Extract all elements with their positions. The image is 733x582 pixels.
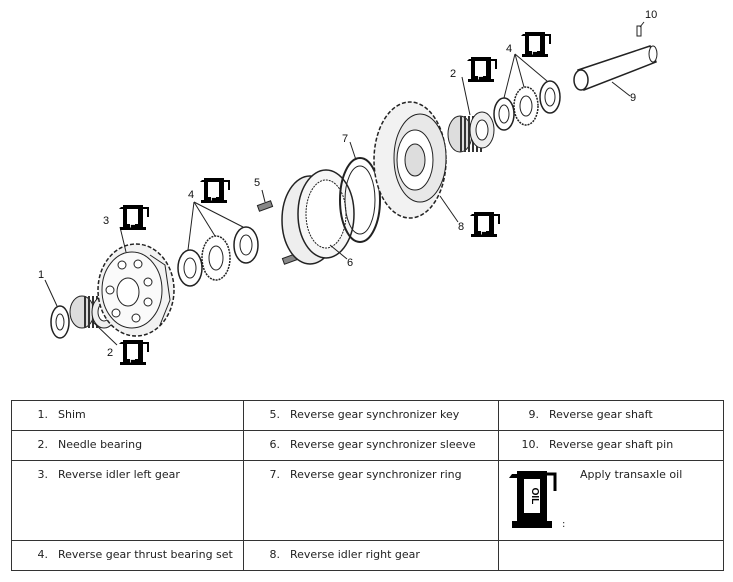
thrust-bearing-set-right: [493, 80, 561, 131]
callout-4-left: 4: [188, 189, 194, 201]
callout-4-right: 4: [506, 43, 512, 55]
svg-text:OIL: OIL: [479, 223, 486, 235]
callout-1: 1: [38, 269, 44, 281]
callout-9: 9: [630, 92, 636, 104]
callout-2-right: 2: [450, 68, 456, 80]
callout-6: 6: [347, 257, 353, 269]
legend-cell: [498, 540, 724, 571]
callout-7: 7: [342, 133, 348, 145]
legend-row: 2.Needle bearing 6.Reverse gear synchron…: [11, 430, 724, 461]
callout-5: 5: [254, 177, 260, 189]
reverse-idler-right-gear: [373, 101, 447, 219]
legend-row: 3.Reverse idler left gear 7.Reverse gear…: [11, 460, 724, 541]
legend-cell: OIL Apply transaxle oil :: [498, 460, 724, 541]
callout-10: 10: [645, 9, 657, 21]
svg-text:OIL: OIL: [530, 43, 537, 55]
synchronizer-ring: [339, 157, 381, 243]
shaft-pin: [636, 25, 642, 37]
leader-lines: [44, 21, 645, 346]
shim-part: [50, 305, 70, 339]
reverse-gear-shaft: [573, 45, 658, 91]
legend-row: 1.Shim 5.Reverse gear synchronizer key 9…: [11, 400, 724, 431]
thrust-bearing-set-left: [177, 226, 259, 287]
legend-cell: 6.Reverse gear synchronizer sleeve: [243, 430, 499, 461]
legend-cell: 7.Reverse gear synchronizer ring: [243, 460, 499, 541]
exploded-view-diagram: 1 2 3 4 5 6 7 8 2 4 9 10 OIL OIL OIL OIL…: [38, 9, 658, 366]
svg-text:OIL: OIL: [529, 488, 540, 505]
legend-cell: 3.Reverse idler left gear: [11, 460, 244, 541]
oil-can-icon: OIL: [509, 471, 557, 528]
svg-text:OIL: OIL: [128, 216, 135, 228]
legend-cell: 5.Reverse gear synchronizer key: [243, 400, 499, 431]
legend-cell: 4.Reverse gear thrust bearing set: [11, 540, 244, 571]
legend-row: 4.Reverse gear thrust bearing set 8.Reve…: [11, 540, 724, 571]
callout-2-left: 2: [107, 347, 113, 359]
oil-can-icon: OIL: [199, 177, 230, 204]
legend-label: Reverse idler left gear: [58, 468, 180, 481]
oil-can-icon: OIL: [466, 56, 497, 83]
oil-can-icon: OIL: [118, 204, 149, 231]
oil-can-icon: OIL: [118, 339, 149, 366]
legend-label: Apply transaxle oil: [580, 468, 683, 481]
svg-text:OIL: OIL: [476, 68, 483, 80]
legend-label: Reverse gear shaft pin: [549, 438, 674, 451]
legend-label: Reverse gear synchronizer sleeve: [290, 438, 476, 451]
callout-8: 8: [458, 221, 464, 233]
reverse-idler-left-gear: [97, 243, 175, 337]
legend-cell: 8.Reverse idler right gear: [243, 540, 499, 571]
legend-label: Reverse gear synchronizer ring: [290, 468, 462, 481]
synchronizer-sleeve: [281, 169, 355, 265]
legend-label: Needle bearing: [58, 438, 143, 451]
legend-cell: 2.Needle bearing: [11, 430, 244, 461]
legend-label: Reverse gear shaft: [549, 408, 653, 421]
parts-legend-table: 1.Shim 5.Reverse gear synchronizer key 9…: [11, 400, 724, 571]
legend-label: Reverse gear synchronizer key: [290, 408, 460, 421]
needle-bearing-right: [447, 111, 495, 153]
svg-text:OIL: OIL: [209, 189, 216, 201]
legend-label: Reverse idler right gear: [290, 548, 420, 561]
svg-text:OIL: OIL: [128, 351, 135, 363]
legend-label: Shim: [58, 408, 86, 421]
oil-can-icon: OIL: [469, 211, 500, 238]
legend-cell: 9.Reverse gear shaft: [498, 400, 724, 431]
oil-can-icon: OIL: [520, 31, 551, 58]
legend-label: Reverse gear thrust bearing set: [58, 548, 233, 561]
legend-cell: 1.Shim: [11, 400, 244, 431]
callout-3: 3: [103, 215, 109, 227]
legend-cell: 10.Reverse gear shaft pin: [498, 430, 724, 461]
